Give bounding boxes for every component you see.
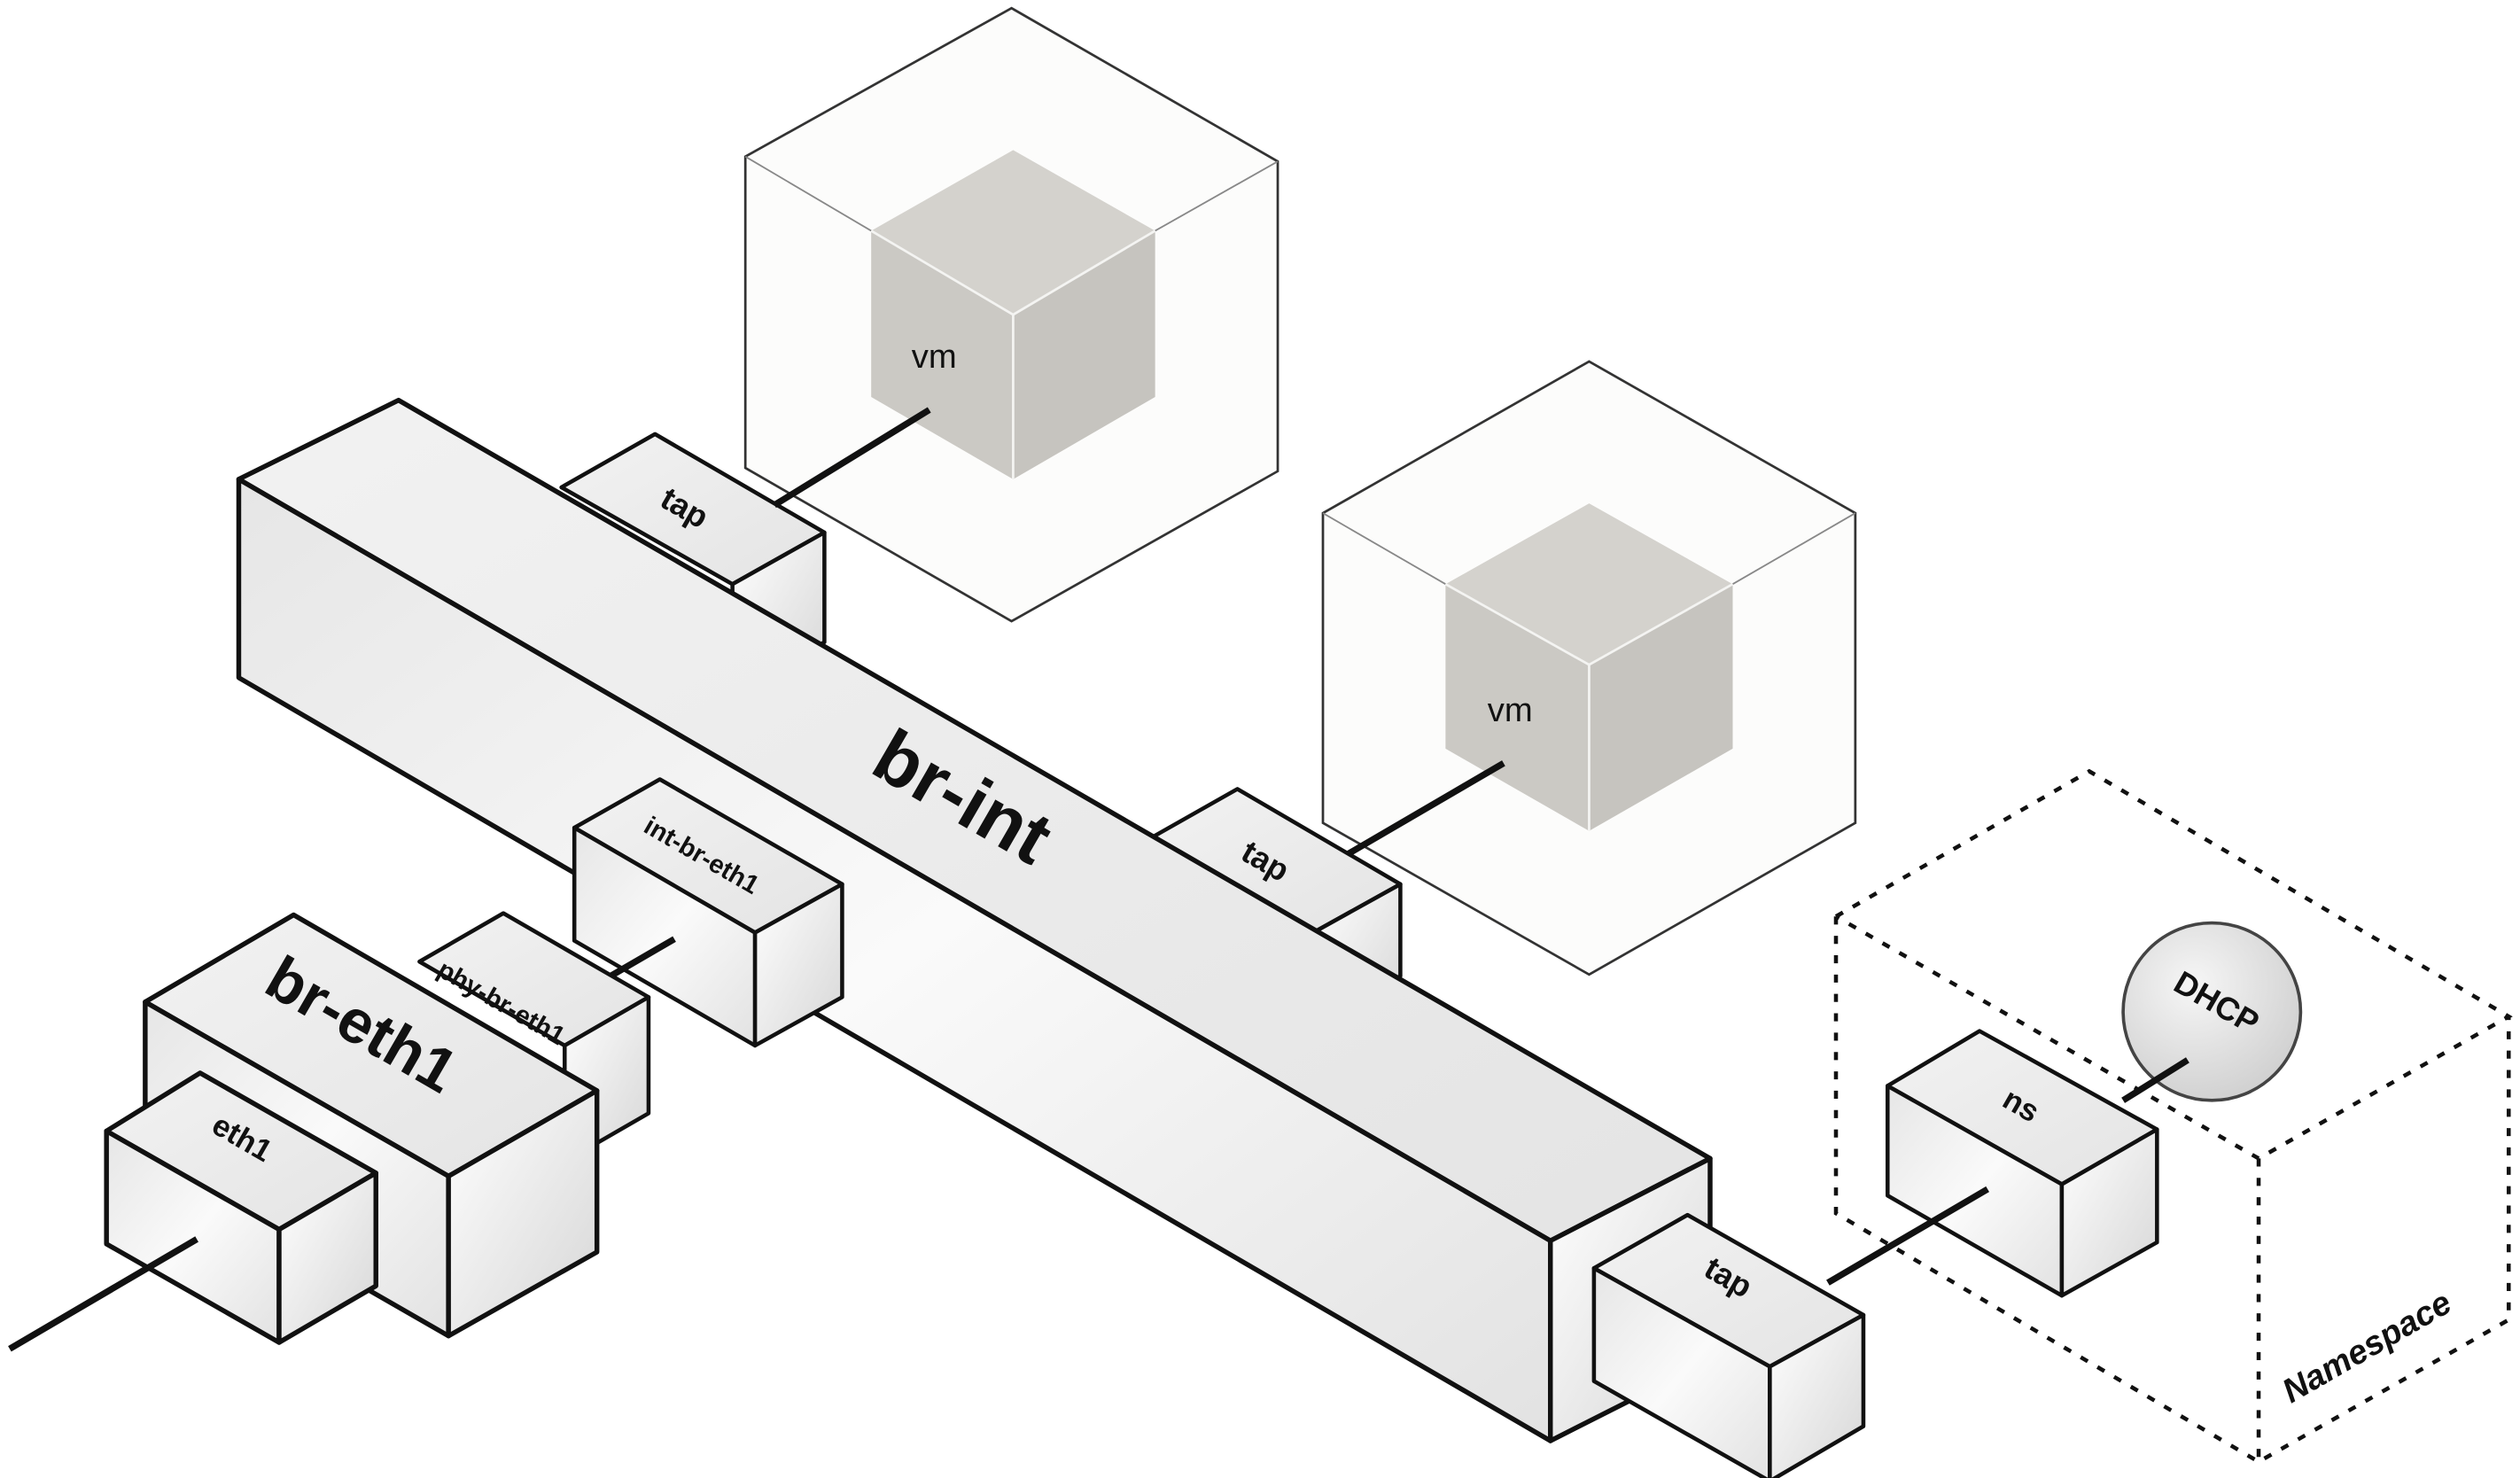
- dhcp-node: [2121, 921, 2303, 1102]
- int-br-eth1-port: [572, 777, 844, 1048]
- tap-ns-link: [1826, 1186, 1989, 1286]
- ns-port: [1885, 1029, 2159, 1298]
- tap-bottom-port: [1591, 1212, 1866, 1478]
- vm-top-label: vm: [912, 338, 957, 376]
- vm-cube-right: [1444, 503, 1734, 831]
- vm-top-link: [773, 407, 931, 509]
- ns-dhcp-link: [2121, 1057, 2189, 1103]
- vm-right-link: [1347, 760, 1505, 857]
- eth1-port: [104, 1070, 378, 1345]
- external-link: [8, 1236, 198, 1352]
- vm-right-label: vm: [1488, 691, 1533, 729]
- namespace-label: Namespace: [2275, 1283, 2458, 1410]
- namespace-box: [1833, 768, 2513, 1465]
- vm-cube-top: [870, 150, 1156, 479]
